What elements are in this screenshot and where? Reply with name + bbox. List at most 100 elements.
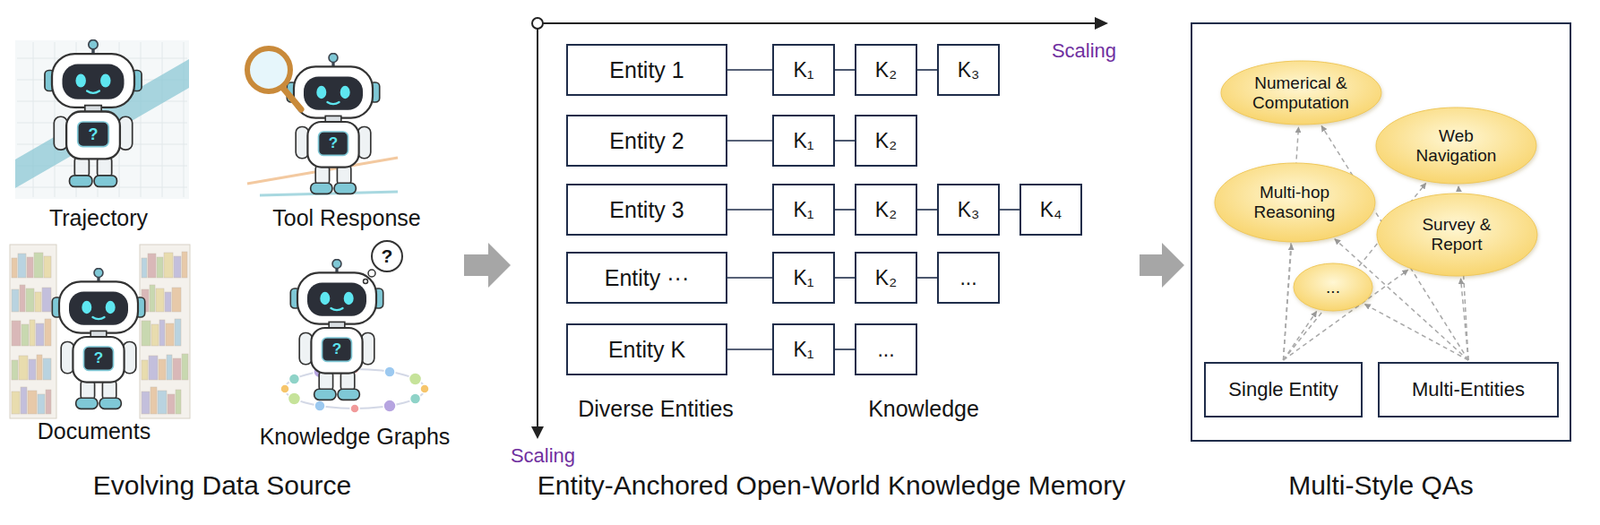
axis-label: Scaling (510, 444, 576, 467)
label-anchor: Trajectory (49, 205, 148, 232)
book (11, 258, 18, 278)
book (156, 257, 164, 278)
node-label: K₂ (875, 266, 897, 290)
book (37, 394, 45, 414)
ellipse-fill (1221, 60, 1382, 125)
axis-caption: Knowledge (868, 395, 980, 422)
robot-glyph: ? (332, 340, 342, 359)
bookshelf (139, 244, 190, 419)
graph-node (287, 392, 301, 405)
node-label: K₁ (792, 197, 814, 222)
book (21, 324, 29, 346)
axis-origin (532, 17, 543, 29)
thought-dot (368, 269, 376, 277)
graph-node (410, 393, 422, 405)
label-anchor: Entity-Anchored Open-World Knowledge Mem… (537, 470, 1126, 502)
label-anchor: Tool Response (272, 205, 421, 232)
entity-box: Entity ··· (566, 251, 728, 304)
book (141, 360, 148, 380)
grid-line (140, 42, 142, 198)
link-line (727, 348, 773, 351)
robot-figure (286, 53, 379, 195)
axis-head (1094, 17, 1109, 30)
qa-style-ellipse: Numerical & Computation (1221, 60, 1382, 125)
label-anchor: ? (94, 349, 104, 368)
dashed-arrow (1283, 244, 1292, 361)
book (141, 258, 147, 278)
book (19, 284, 26, 312)
link-line (834, 139, 855, 142)
book (181, 251, 188, 278)
tool-scene (247, 48, 398, 196)
book (43, 256, 52, 278)
robot-glyph: ? (88, 125, 99, 145)
book (44, 318, 52, 346)
qa-style-ellipse: Web Navigation (1376, 107, 1537, 184)
book (155, 288, 164, 312)
node-label: Survey & Report (1403, 215, 1510, 255)
book (174, 318, 181, 346)
flow-arrow (1139, 242, 1185, 288)
entity-box: Entity K (566, 323, 728, 376)
book (29, 319, 35, 346)
label-anchor: ? (328, 134, 338, 153)
grid-line (162, 42, 164, 198)
book (158, 359, 166, 380)
dashed-arrow (1283, 310, 1317, 361)
node-label: K₂ (875, 197, 897, 222)
entity-type-box: Single Entity (1204, 361, 1363, 418)
book (150, 387, 157, 414)
book (172, 358, 181, 380)
knowledge-box: K₁ (772, 43, 835, 96)
graph-node (280, 384, 290, 394)
robot-figure (290, 259, 383, 401)
flow-arrow (464, 242, 511, 288)
link-line (727, 68, 773, 71)
axis-label: Scaling (1051, 39, 1117, 62)
trajectory-scene (15, 40, 190, 199)
book (11, 320, 21, 346)
knowledge-box: ... (937, 251, 1000, 304)
node-label: Multi-hop Reasoning (1241, 182, 1348, 223)
thought-bubble (371, 240, 403, 272)
node-label: Entity 3 (609, 197, 684, 224)
dashed-arrow (1461, 278, 1469, 361)
book (18, 355, 28, 380)
node-label: Multi-Entities (1411, 378, 1525, 401)
node-label: Entity ··· (604, 265, 689, 292)
bookshelf (9, 244, 57, 419)
robot-figure (44, 40, 142, 188)
knowledge-box: K₂ (854, 114, 918, 167)
book (11, 391, 20, 414)
book (175, 389, 181, 414)
robot-glyph: ? (94, 349, 104, 368)
entity-box: Entity 1 (566, 43, 728, 96)
source-label: Documents (37, 418, 151, 445)
book (34, 292, 42, 312)
ellipse-fill (1376, 107, 1537, 184)
graph-node (350, 404, 360, 413)
robot-glyph: ? (328, 134, 338, 153)
label-anchor: ? (381, 245, 394, 267)
label-anchor: Knowledge Graphs (259, 423, 451, 450)
label-anchor: Documents (37, 418, 151, 445)
axis-line (542, 22, 1097, 25)
node-label: K₂ (875, 129, 897, 153)
link-line (727, 276, 773, 279)
thought-dot (363, 279, 369, 284)
ellipse-fill (1293, 263, 1373, 311)
book (151, 324, 159, 346)
link-line (834, 348, 855, 351)
label-anchor: ? (332, 340, 342, 359)
graph-node (384, 366, 396, 378)
node-label: K₄ (1040, 197, 1063, 222)
thought-glyph: ? (381, 245, 394, 267)
node-label: Entity K (608, 336, 686, 363)
source-label: Tool Response (272, 205, 421, 232)
book (17, 253, 26, 278)
book (35, 323, 44, 346)
panel-title: Multi-Style QAs (1192, 472, 1570, 499)
book (172, 287, 181, 312)
dashed-arrow (1364, 304, 1469, 361)
link-line (917, 276, 938, 279)
